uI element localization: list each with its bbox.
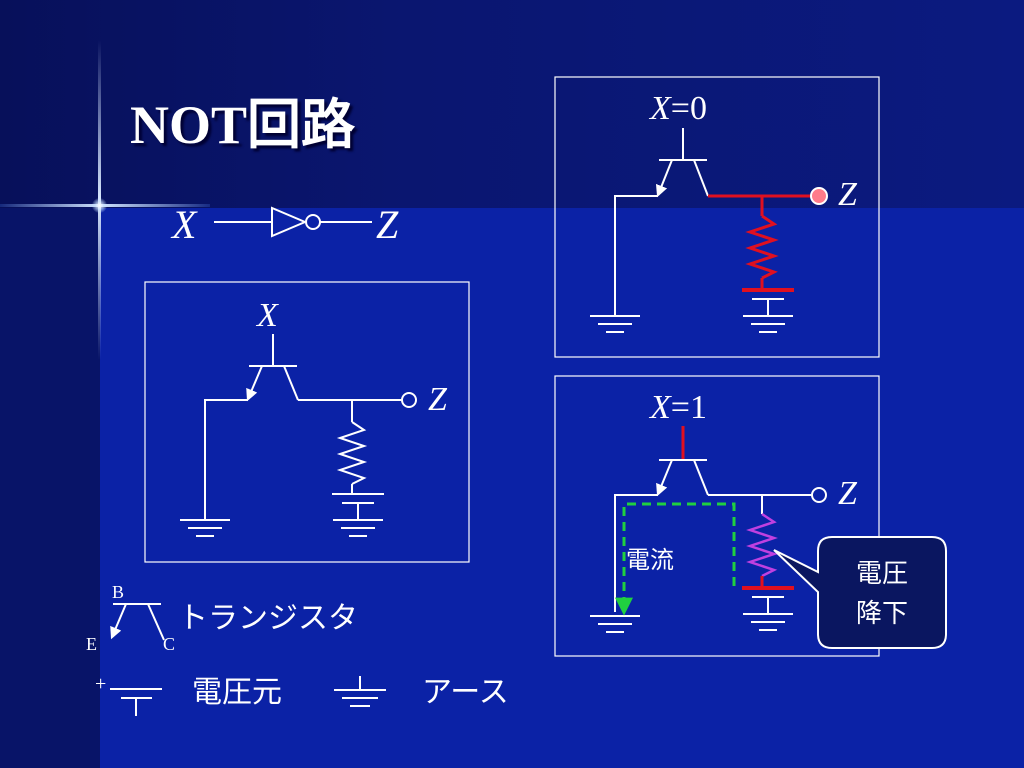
current-path-arrow (615, 502, 736, 616)
legend-collector-label: C (163, 634, 175, 654)
voltage-source-right (743, 596, 793, 631)
resistor-hot (746, 512, 778, 578)
generic-input-label: X (255, 297, 279, 334)
legend-emitter-label: E (86, 634, 97, 654)
x1-input-label: X (648, 389, 672, 426)
legend-earth-label: アース (422, 675, 509, 710)
output-terminal (811, 487, 827, 503)
resistor (745, 214, 779, 280)
callout-line-2: 降下 (856, 599, 908, 629)
earth-left (180, 519, 230, 537)
generic-output-label: Z (428, 381, 448, 418)
background-top (0, 0, 1024, 208)
svg-text:X=0: X=0 (648, 90, 707, 127)
case-x1-panel: X=1 Z 電流 (554, 375, 880, 657)
x1-input-value: =1 (671, 389, 707, 426)
symbol-input-label: X (170, 202, 198, 247)
transistor-legend-icon (110, 603, 165, 641)
svg-text:X=1: X=1 (648, 389, 707, 426)
x0-output-label: Z (838, 176, 858, 213)
legend-plus-sign: + (95, 673, 106, 695)
x0-input-label: X (648, 90, 672, 127)
x0-input-value: =0 (671, 90, 707, 127)
legend-voltage-source-label: 電圧元 (192, 675, 282, 710)
voltage-source-right (743, 298, 793, 333)
voltage-drop-callout: 電圧 降下 (773, 536, 947, 649)
earth-left (590, 615, 640, 633)
voltage-source-legend-icon (110, 688, 162, 716)
inversion-bubble (305, 214, 321, 230)
legend-transistor-label: トランジスタ (178, 601, 358, 636)
generic-circuit-panel: X Z (144, 281, 470, 563)
x1-output-label: Z (838, 475, 858, 512)
not-gate-symbol: X Z (170, 202, 399, 247)
background-left (0, 208, 100, 768)
voltage-source-right (332, 493, 384, 537)
background-main (100, 208, 1024, 768)
resistor (336, 421, 368, 485)
earth-legend-icon (334, 676, 386, 707)
callout-line-1: 電圧 (856, 559, 908, 589)
lens-flare-center (92, 198, 107, 213)
output-terminal-lit (810, 187, 828, 205)
legend: B E C トランジスタ + 電圧元 アース (86, 582, 509, 716)
transistor (655, 128, 709, 198)
transistor (246, 334, 299, 402)
symbol-output-label: Z (376, 202, 399, 247)
buffer-triangle (271, 206, 308, 238)
earth-left (590, 315, 640, 333)
transistor (656, 459, 709, 497)
page-title: NOT回路 (130, 95, 356, 155)
output-terminal (401, 392, 417, 408)
case-x0-panel: X=0 Z (554, 76, 880, 358)
current-label: 電流 (626, 546, 674, 574)
legend-base-label: B (112, 582, 124, 602)
